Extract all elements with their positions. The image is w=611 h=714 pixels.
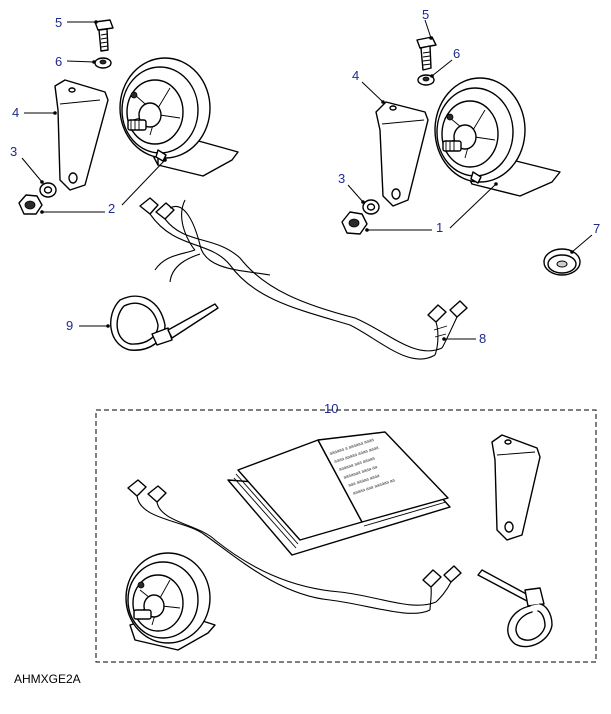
- callout-label: 9: [66, 318, 73, 333]
- right-spring-washer: [362, 199, 380, 215]
- kit-outline: [95, 409, 597, 663]
- kit-horn: [125, 552, 216, 651]
- callout-label: 4: [352, 68, 359, 83]
- right-bracket: [375, 101, 429, 207]
- left-horn: [119, 57, 239, 177]
- callout-label: 4: [12, 105, 19, 120]
- callout-label: 3: [10, 144, 17, 159]
- callout-label: 1: [436, 220, 443, 235]
- callout-right-spring-washer: 3: [338, 171, 365, 204]
- callout-kit: 10: [324, 401, 338, 416]
- left-nut-washer: [94, 57, 112, 69]
- callout-right-bolt: 5: [422, 7, 433, 40]
- callout-right-horn: 1: [365, 182, 498, 235]
- callout-label: 8: [479, 331, 486, 346]
- callout-right-washer: 6: [430, 46, 460, 78]
- right-horn-assembly: [341, 36, 561, 235]
- instruction-book: aaaaaa a aaaaaa aaaa aaaa aaaaa aaaa aaa…: [227, 431, 451, 556]
- callout-label: 6: [55, 54, 62, 69]
- left-bolt: [94, 19, 114, 52]
- right-nut: [341, 211, 368, 235]
- reference-code: AHMXGE2A: [14, 672, 81, 686]
- callout-grommet: 7: [570, 221, 600, 254]
- right-horn: [434, 77, 561, 197]
- callout-label: 7: [593, 221, 600, 236]
- callout-left-bracket: 4: [12, 105, 57, 120]
- right-bolt: [416, 36, 437, 71]
- left-horn-assembly: [18, 19, 239, 215]
- callout-harness: 8: [442, 331, 486, 346]
- left-spring-washer: [39, 182, 57, 198]
- callout-label: 3: [338, 171, 345, 186]
- book-text: aaaaaa a aaaaaa aaaa aaaa aaaaa aaaa aaa…: [329, 437, 396, 496]
- callout-left-bolt: 5: [55, 15, 98, 30]
- callout-right-bracket: 4: [352, 68, 385, 104]
- right-nut-washer: [417, 74, 435, 86]
- callout-label: 5: [55, 15, 62, 30]
- callout-label: 2: [108, 201, 115, 216]
- left-bracket: [54, 79, 109, 191]
- wiring-harness: [139, 197, 468, 360]
- kit-cable-tie: [477, 569, 553, 648]
- callout-cable-tie: 9: [66, 318, 110, 333]
- kit-harness: [127, 479, 462, 614]
- grommet: [543, 248, 581, 276]
- callout-left-spring-washer: 3: [10, 144, 44, 184]
- callout-label: 10: [324, 401, 338, 416]
- callout-label: 5: [422, 7, 429, 22]
- callout-label: 6: [453, 46, 460, 61]
- cable-tie: [110, 295, 219, 351]
- kit-bracket: [491, 434, 541, 541]
- callout-left-washer: 6: [55, 54, 96, 69]
- left-nut: [18, 194, 43, 215]
- callout-left-horn: 2: [40, 158, 167, 216]
